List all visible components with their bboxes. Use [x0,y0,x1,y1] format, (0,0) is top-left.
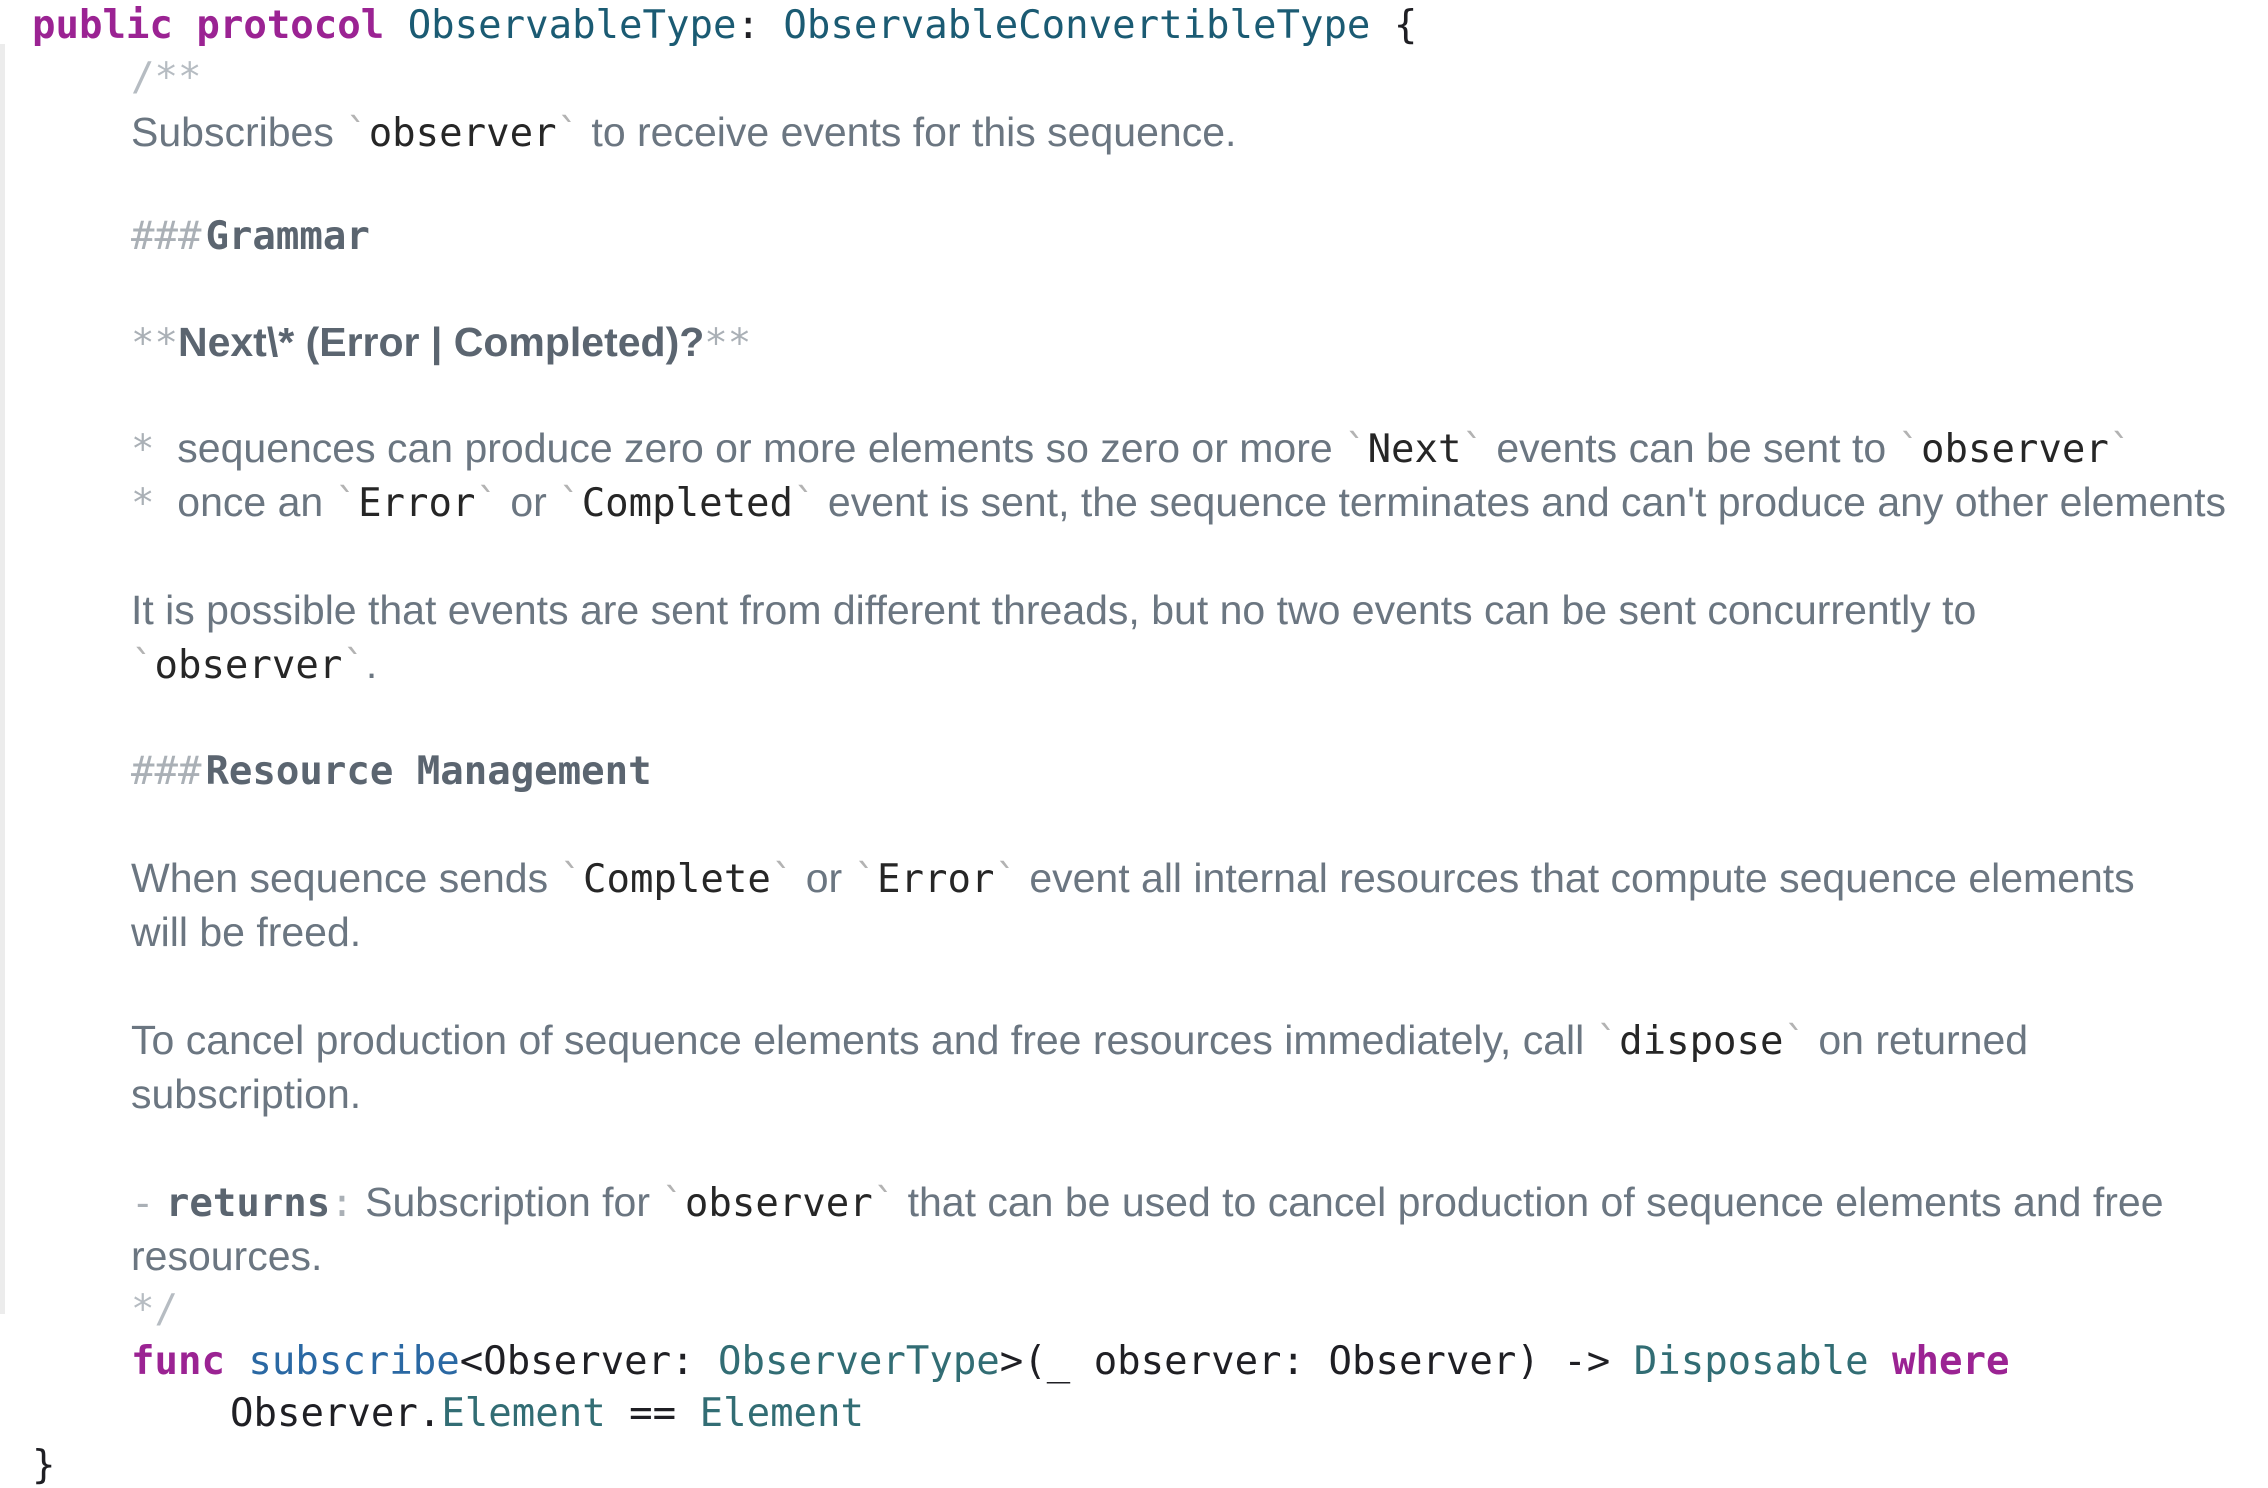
bullet2-code-error: Error [358,481,476,526]
doc-comment-close: */ [131,1287,178,1332]
doc-resource-line2: will be freed. [131,909,362,955]
generic-open: <Observer: [459,1339,719,1384]
summary-code-observer: observer [368,111,557,156]
grammar-text: Next\* (Error | Completed)? [177,319,705,365]
threads-period: . [365,641,378,687]
heading-text: Resource Management [205,749,652,794]
return-type: Disposable [1633,1339,1869,1384]
func-params: >(_ observer: Observer) -> [999,1339,1634,1384]
heading-text: Grammar [205,214,370,259]
doc-cancel-line2: subscription. [131,1071,362,1117]
doc-heading-resource: ### Resource Management [131,752,652,791]
keyword-where: where [1892,1339,2010,1384]
bullet1-text-mid: events can be sent to [1484,425,1898,471]
constraint-operator: == [605,1391,700,1436]
bullet2-text-pre: once an [177,479,335,525]
keyword-protocol: protocol [196,3,385,48]
bullet2-text-mid: or [498,479,559,525]
doc-resource-line1: When sequence sends `Complete` or `Error… [131,855,2135,902]
closing-brace: } [32,1443,56,1488]
returns-colon: : [330,1181,354,1226]
generic-constraint-type: ObserverType [718,1339,1000,1384]
keyword-public: public [32,3,173,48]
parent-protocol: ObservableConvertibleType [783,3,1371,48]
func-name: subscribe [248,1339,460,1384]
doc-returns-line1: - returns: Subscription for `observer` t… [131,1179,2164,1226]
resource-text-pre: When sequence sends [131,855,560,901]
code-gutter-bar [0,44,5,1314]
bullet1-code-observer: observer [1921,427,2109,472]
doc-threads-line1: It is possible that events are sent from… [131,587,1977,633]
constraint-rhs: Element [699,1391,864,1436]
returns-text-post: that can be used to cancel production of… [896,1179,2164,1225]
summary-text-post: to receive events for this sequence. [580,109,1237,155]
doc-threads-line2: `observer`. [131,641,378,688]
doc-heading-grammar: ### Grammar [131,217,370,256]
protocol-name: ObservableType [407,3,737,48]
resource-text-mid: or [794,855,854,901]
doc-summary: Subscribes `observer` to receive events … [131,109,1237,156]
protocol-declaration: public protocol ObservableType: Observab… [32,6,1417,45]
cancel-code-dispose: dispose [1619,1019,1784,1064]
bullet2-text-post: event is sent, the sequence terminates a… [816,479,2227,525]
cancel-text-pre: To cancel production of sequence element… [131,1017,1596,1063]
summary-text-pre: Subscribes [131,109,346,155]
func-declaration: func subscribe<Observer: ObserverType>(_… [131,1342,2009,1381]
heading-marker: ### [131,749,202,794]
resource-code-complete: Complete [582,857,771,902]
returns-code-observer: observer [684,1181,873,1226]
doc-grammar-line: **Next\* (Error | Completed)?** [131,319,752,366]
bold-marker-open: ** [131,321,178,366]
constraint-lhs: Observer. [230,1391,442,1436]
where-constraint: Observer.Element == Element [230,1394,864,1433]
doc-comment-open: /** [131,55,202,100]
constraint-member: Element [441,1391,606,1436]
doc-bullet-2: * once an `Error` or `Completed` event i… [131,479,2227,526]
heading-marker: ### [131,214,202,259]
bold-marker-close: ** [704,321,752,366]
bullet-marker: * [131,481,155,526]
doc-returns-line2: resources. [131,1233,323,1279]
bullet-marker: * [131,427,155,472]
returns-text-pre: Subscription for [353,1179,662,1225]
keyword-func: func [131,1339,225,1384]
resource-text-post: event all internal resources that comput… [1017,855,2135,901]
bullet1-text-pre: sequences can produce zero or more eleme… [177,425,1345,471]
bullet2-code-completed: Completed [581,481,794,526]
threads-code-observer: observer [154,643,343,688]
doc-bullet-1: * sequences can produce zero or more ele… [131,425,2133,472]
resource-code-error: Error [877,857,995,902]
returns-dash: - [131,1181,155,1226]
colon: : [736,3,760,48]
returns-keyword: returns [165,1181,331,1226]
open-brace: { [1393,3,1418,48]
doc-cancel-line1: To cancel production of sequence element… [131,1017,2029,1064]
cancel-text-post: on returned [1806,1017,2029,1063]
bullet1-code-next: Next [1367,427,1462,472]
